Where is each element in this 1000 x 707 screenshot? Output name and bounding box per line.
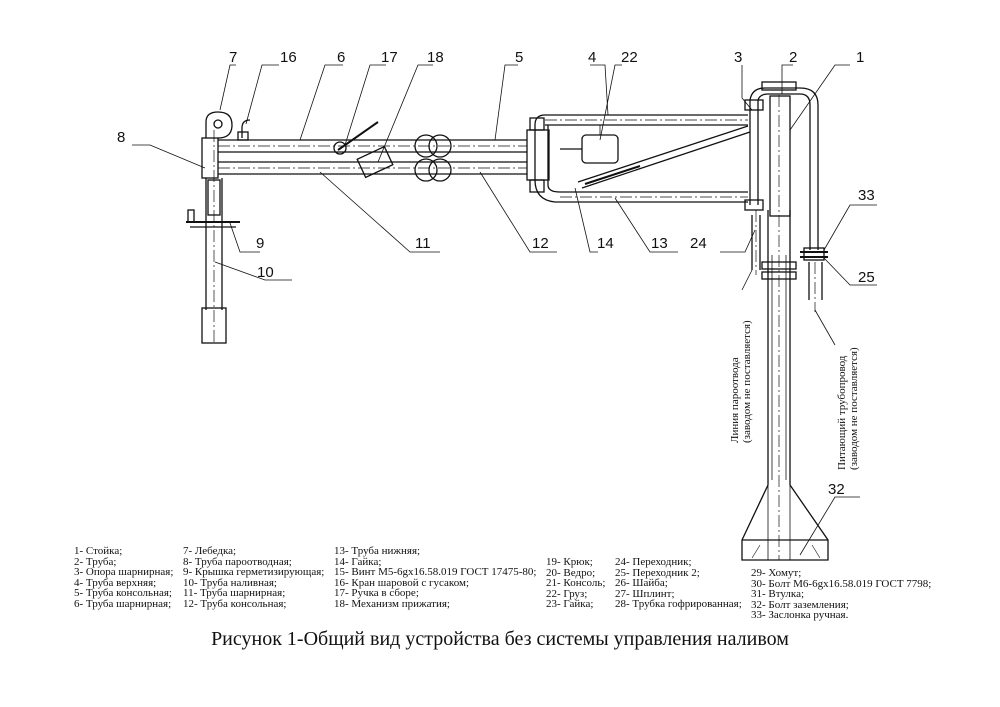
callout-1: 1	[856, 49, 864, 66]
callout-5: 5	[515, 49, 523, 66]
supply-pipe-label: Питающий трубопровод (заводом не поставл…	[836, 347, 860, 470]
legend-item: 6- Труба шарнирная;	[74, 597, 172, 610]
callout-17: 17	[381, 49, 398, 66]
steam-line-label-line1: Линия пароотвода	[729, 357, 741, 443]
legend-item: 1- Стойка;	[74, 545, 123, 557]
callout-7: 7	[229, 49, 237, 66]
callout-22: 22	[621, 49, 638, 66]
legend-item: 10- Труба наливная;	[183, 576, 277, 589]
callout-3: 3	[734, 49, 742, 66]
legend-item: 5- Труба консольная;	[74, 587, 172, 600]
legend-column-3: 13- Труба нижняя; 14- Гайка; 15- Винт М5…	[334, 546, 536, 610]
legend-item: 20- Ведро;	[546, 566, 596, 579]
legend-item: 33- Заслонка ручная.	[751, 609, 849, 622]
callout-12: 12	[532, 235, 549, 252]
supply-pipe-label-line2: (заводом не поставляется)	[848, 347, 860, 470]
supply-connection	[800, 247, 828, 312]
callout-6: 6	[337, 49, 345, 66]
legend-column-2: 7- Лебедка; 8- Труба пароотводная; 9- Кр…	[183, 546, 324, 610]
legend-item: 28- Трубка гофрированная;	[615, 598, 742, 611]
legend-item: 16- Кран шаровой с гусаком;	[334, 576, 470, 589]
callouts: 1 2 3 4 5 6 7 8 9 10 11 12 13 14 16 17 1…	[117, 49, 875, 498]
callout-8: 8	[117, 129, 125, 146]
legend-item: 17- Ручка в сборе;	[334, 587, 419, 600]
upper-arm	[526, 114, 751, 203]
legend-item: 13- Труба нижняя;	[334, 545, 421, 557]
figure-caption: Рисунок 1-Общий вид устройства без систе…	[211, 628, 789, 650]
legend-item: 18- Механизм прижатия;	[334, 597, 450, 610]
legend-item: 25- Переходник 2;	[615, 566, 700, 579]
legend-column-6: 29- Хомут; 30- Болт М6-6gx16.58.019 ГОСТ…	[751, 568, 931, 621]
callout-14: 14	[597, 235, 614, 252]
legend-item: 12- Труба консольная;	[183, 597, 287, 610]
legend-item: 2- Труба;	[74, 555, 117, 568]
drop-pipe	[186, 111, 251, 345]
console-arm	[218, 121, 527, 182]
callout-25: 25	[858, 269, 875, 286]
legend-item: 7- Лебедка;	[183, 545, 237, 557]
steam-line-label: Линия пароотвода (заводом не поставляетс…	[729, 320, 753, 443]
callout-18: 18	[427, 49, 444, 66]
legend-column-4: 19- Крюк; 20- Ведро; 21- Консоль; 22- Гр…	[546, 557, 605, 610]
steam-line-label-line2: (заводом не поставляется)	[741, 320, 753, 443]
legend-item: 22- Груз;	[546, 587, 588, 600]
callout-2: 2	[789, 49, 797, 66]
supply-pipe-label-line1: Питающий трубопровод	[836, 355, 848, 470]
stand-column	[741, 95, 829, 561]
legend-item: 4- Труба верхняя;	[74, 576, 157, 589]
legend-item: 3- Опора шарнирная;	[74, 566, 174, 579]
callout-33: 33	[858, 187, 875, 204]
legend-item: 32- Болт заземления;	[751, 598, 849, 611]
legend-item: 29- Хомут;	[751, 567, 802, 579]
legend-item: 30- Болт М6-6gx16.58.019 ГОСТ 7798;	[751, 577, 932, 590]
legend-item: 11- Труба шарнирная;	[183, 587, 286, 600]
legend-item: 15- Винт М5-6gx16.58.019 ГОСТ 17475-80;	[334, 566, 537, 579]
legend-item: 31- Втулка;	[751, 588, 805, 601]
legend-column-5: 24- Переходник; 25- Переходник 2; 26- Ша…	[615, 557, 742, 610]
legend-item: 19- Крюк;	[546, 556, 593, 568]
swivel-top	[744, 81, 819, 275]
callout-4: 4	[588, 49, 596, 66]
legend-item: 23- Гайка;	[546, 598, 594, 611]
callout-16: 16	[280, 49, 297, 66]
callout-24: 24	[690, 235, 707, 252]
callout-10: 10	[257, 264, 274, 281]
callout-11: 11	[415, 235, 431, 252]
callout-13: 13	[651, 235, 668, 252]
legend-item: 24- Переходник;	[615, 556, 692, 568]
legend-item: 14- Гайка;	[334, 555, 382, 568]
legend-item: 21- Консоль;	[546, 577, 606, 590]
legend-item: 27- Шплинт;	[615, 587, 675, 600]
callout-9: 9	[256, 235, 264, 252]
callout-32: 32	[828, 481, 845, 498]
legend-item: 8- Труба пароотводная;	[183, 555, 292, 568]
legend-item: 9- Крышка герметизирующая;	[183, 566, 325, 579]
legend-item: 26- Шайба;	[615, 577, 668, 590]
leader-lines	[132, 64, 877, 556]
legend-column-1: 1- Стойка; 2- Труба; 3- Опора шарнирная;…	[74, 546, 173, 610]
